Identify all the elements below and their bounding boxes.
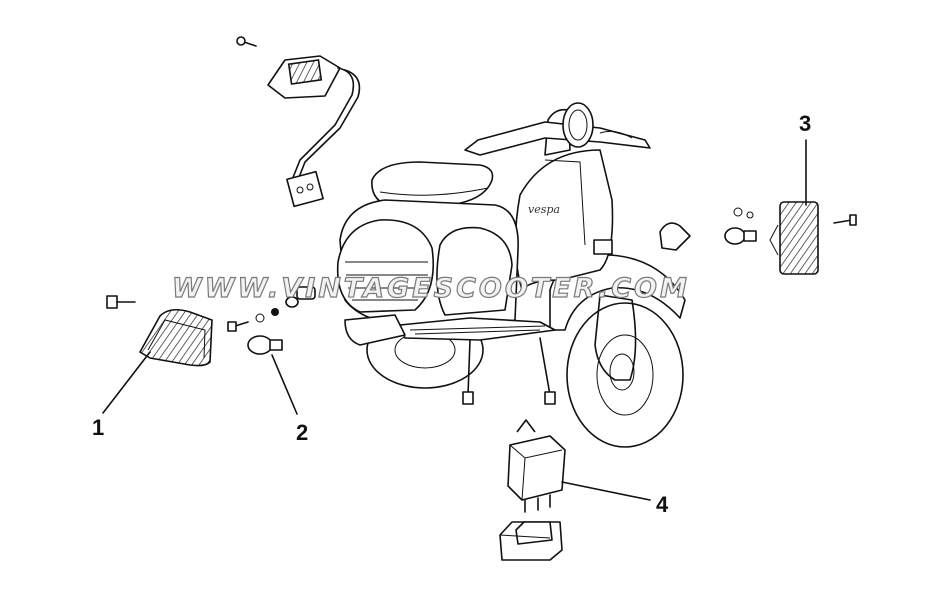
callout-1: 1 (92, 351, 151, 440)
callout-2: 2 (271, 354, 308, 445)
relay-socket-part (499, 521, 563, 561)
callout-4: 4 (561, 481, 669, 517)
callout-3: 3 (799, 111, 811, 206)
flasher-relay-part (507, 419, 566, 513)
callout-label-3: 3 (799, 111, 811, 136)
rear-indicator-part (769, 201, 819, 275)
tail-light-wiring (236, 36, 361, 208)
bulb-holder-small-parts (227, 286, 316, 332)
indicator-lens-part (138, 308, 213, 367)
callout-label-1: 1 (92, 415, 104, 440)
watermark-text: WWW.VINTAGESCOOTER.COM (172, 273, 690, 304)
rear-indicator-small-parts (659, 207, 857, 251)
scooter-illustration: vespa (336, 102, 686, 448)
vespa-logo-text: vespa (528, 203, 560, 216)
callout-label-2: 2 (296, 420, 308, 445)
callout-label-4: 4 (656, 492, 669, 517)
indicator-screw (106, 295, 136, 309)
bulb-part (247, 335, 283, 355)
